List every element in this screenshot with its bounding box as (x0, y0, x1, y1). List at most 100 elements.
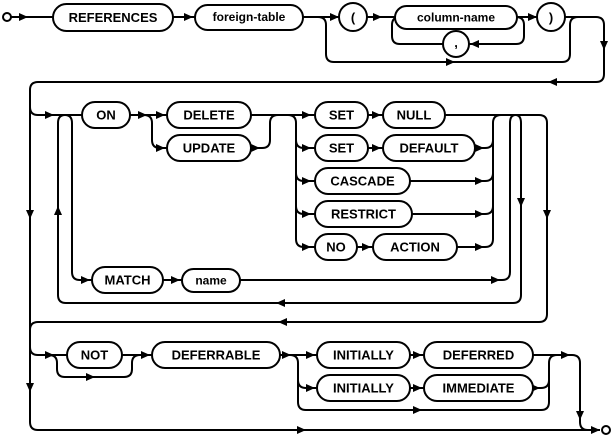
node-label: ON (96, 108, 116, 123)
arrow-icon (156, 144, 165, 152)
node-match: MATCH (91, 266, 164, 294)
arrow-icon (171, 276, 180, 284)
node-box (52, 3, 174, 32)
connector-line (130, 114, 167, 149)
node-references: REFERENCES (52, 3, 174, 32)
node-default: DEFAULT (382, 134, 476, 162)
arrow-icon (330, 13, 339, 21)
arrow-icon (475, 177, 484, 185)
arrow-icon (156, 111, 165, 119)
arrow-icon (475, 243, 484, 251)
connector-line (287, 114, 315, 248)
node-label: column-name (417, 11, 495, 25)
node-column-name: column-name (394, 5, 518, 30)
arrow-icon (141, 351, 150, 359)
node-box (166, 134, 252, 162)
node-label: ) (549, 10, 553, 25)
node-label: INITIALLY (333, 348, 394, 363)
node-no: NO (314, 233, 358, 261)
start-terminal-icon (2, 12, 12, 22)
arrow-icon (251, 144, 260, 152)
node-box (91, 266, 164, 294)
arrow-icon (302, 111, 311, 119)
end-terminal-icon (601, 425, 611, 435)
node-box (316, 374, 411, 402)
node-label: SET (329, 108, 354, 123)
node-box (194, 4, 304, 31)
node-circle (442, 30, 470, 58)
node-cascade: CASCADE (314, 167, 411, 195)
node-not: NOT (66, 341, 123, 369)
node-close-paren: ) (536, 2, 566, 32)
arrow-icon (306, 384, 315, 392)
node-box (316, 341, 411, 369)
node-deferred: DEFERRED (423, 341, 534, 369)
node-label: NULL (397, 108, 432, 123)
node-set-null-set: SET (314, 101, 369, 129)
node-box (314, 134, 369, 162)
node-open-paren: ( (338, 2, 368, 32)
node-initially-deferred-initially: INITIALLY (316, 341, 411, 369)
arrow-icon (372, 111, 381, 119)
node-label: MATCH (105, 273, 151, 288)
arrow-icon (475, 210, 484, 218)
node-label: foreign-table (213, 10, 286, 24)
node-label: IMMEDIATE (443, 381, 515, 396)
node-label: INITIALLY (333, 381, 394, 396)
connector-line (57, 113, 522, 304)
node-label: REFERENCES (69, 10, 158, 25)
node-action: ACTION (372, 233, 458, 261)
node-label: NO (326, 240, 346, 255)
arrow-icon (470, 40, 479, 48)
node-box (166, 101, 252, 129)
node-set-default-set: SET (314, 134, 369, 162)
arrow-icon (413, 384, 422, 392)
arrow-icon (491, 276, 500, 284)
node-label: NOT (81, 348, 109, 363)
node-update: UPDATE (166, 134, 252, 162)
node-box (66, 341, 123, 369)
node-label: , (454, 35, 458, 50)
arrow-icon (45, 351, 54, 359)
node-box (423, 341, 534, 369)
arrow-icon (45, 111, 54, 119)
arrow-icon (302, 210, 311, 218)
arrow-icon (306, 351, 315, 359)
arrow-icon (54, 206, 62, 215)
arrow-icon (19, 13, 28, 21)
arrow-icon (302, 177, 311, 185)
node-circle (536, 2, 566, 32)
node-label: RESTRICT (331, 207, 396, 222)
node-deferrable: DEFERRABLE (151, 341, 281, 369)
node-box (423, 374, 534, 402)
arrow-icon (276, 299, 285, 307)
node-immediate: IMMEDIATE (423, 374, 534, 402)
node-initially-immediate-initially: INITIALLY (316, 374, 411, 402)
arrow-icon (543, 210, 551, 219)
arrow-icon (528, 13, 537, 21)
connector-line (29, 114, 548, 331)
arrow-icon (302, 144, 311, 152)
arrow-icon (548, 78, 557, 86)
node-box (314, 233, 358, 261)
arrow-icon (26, 210, 34, 219)
node-box (181, 268, 241, 293)
arrow-icon (302, 243, 311, 251)
connector-line (410, 114, 502, 248)
arrow-icon (413, 406, 422, 414)
node-label: CASCADE (330, 174, 395, 189)
arrow-icon (413, 351, 422, 359)
node-circle (338, 2, 368, 32)
node-box (314, 101, 369, 129)
connector-line (251, 114, 315, 149)
arrow-icon (600, 41, 608, 50)
arrow-icon (475, 144, 484, 152)
node-label: ( (351, 10, 356, 25)
node-box (394, 5, 518, 30)
node-label: UPDATE (183, 141, 236, 156)
arrow-icon (278, 318, 287, 326)
node-box (314, 200, 413, 228)
node-delete: DELETE (166, 101, 252, 129)
node-label: DEFERRED (443, 348, 515, 363)
